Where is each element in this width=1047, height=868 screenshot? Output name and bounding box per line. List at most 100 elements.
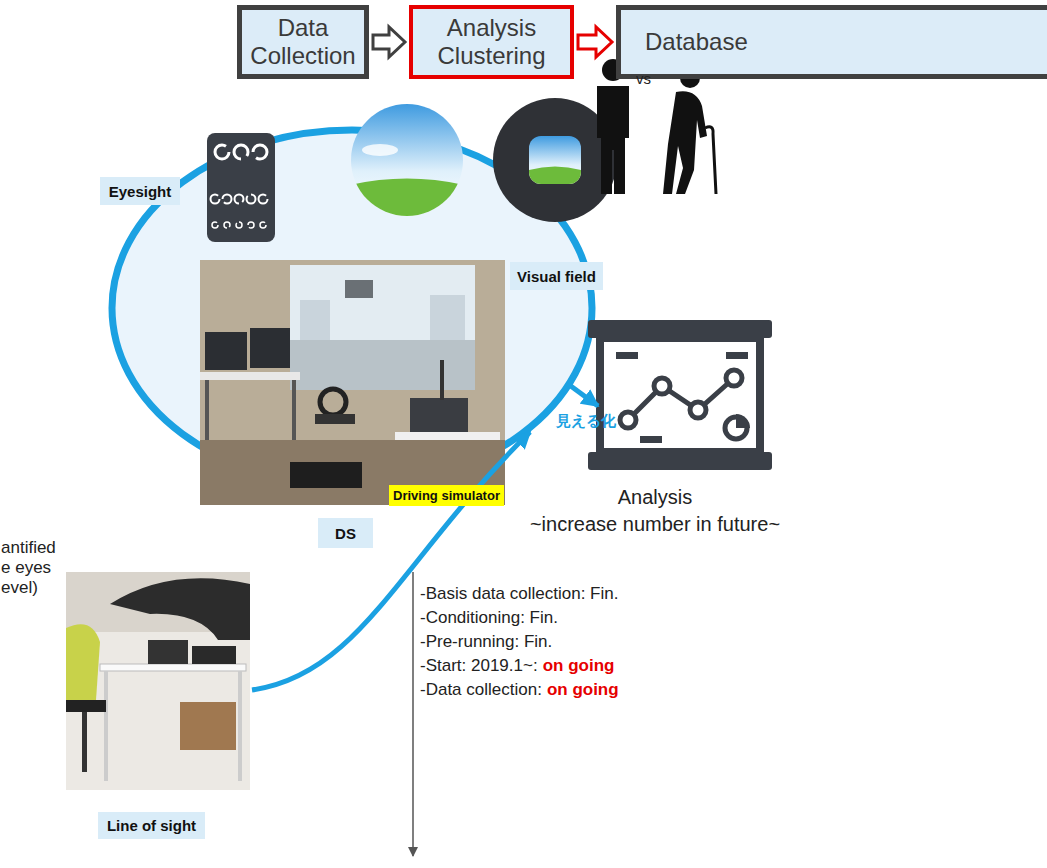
eyesight-icon-part-part	[248, 222, 254, 228]
tag-box: Line of sight	[98, 812, 205, 839]
cut-note: e eyes	[1, 558, 51, 578]
eyesight-icon-part-part	[215, 145, 229, 159]
person-icons	[597, 59, 716, 194]
simulator-photo-part	[250, 328, 290, 368]
analysis-board-part	[588, 452, 772, 470]
annotation-text: 見える化	[556, 412, 616, 429]
tag-box: Eyesight	[100, 177, 180, 205]
eye-tracker-photo-part	[192, 646, 236, 664]
sky-view-part	[350, 104, 464, 216]
analysis-board-part	[640, 436, 662, 443]
eye-tracker-photo-part	[110, 578, 250, 640]
analysis-board-part	[736, 414, 750, 428]
caption-text: Analysis	[618, 486, 692, 509]
status-flag: on going	[543, 656, 615, 676]
eyesight-icon-part-part	[253, 145, 267, 159]
box-text: Database	[645, 28, 748, 56]
box-text: Data Collection	[242, 14, 364, 69]
highlight-box: Driving simulator	[389, 485, 504, 506]
eyesight-icon-part-part	[234, 145, 248, 159]
analysis-board	[588, 320, 772, 470]
box-text: Driving simulator	[393, 488, 500, 503]
process-box: Analysis Clustering	[409, 5, 574, 79]
flow-arrows-part	[568, 384, 598, 406]
simulator-photo-part	[440, 360, 444, 400]
simulator-photo-part	[205, 332, 247, 370]
sky-view-part	[350, 179, 464, 217]
process-box: Data Collection	[237, 5, 369, 79]
analysis-board-part	[690, 402, 706, 418]
simulator-photo-part	[200, 372, 300, 380]
analysis-board-part	[616, 352, 638, 359]
eyesight-icon-part-part	[236, 222, 242, 228]
status-line: -Data collection:	[420, 680, 542, 700]
analysis-board-part	[628, 378, 734, 420]
flow-arrows-part	[252, 432, 530, 690]
simulator-photo-part	[290, 340, 475, 390]
flow-arrows	[252, 384, 598, 856]
analysis-board-part	[654, 378, 670, 394]
status-line: -Conditioning: Fin.	[420, 608, 558, 628]
status-line: -Start: 2019.1~:	[420, 656, 538, 676]
person-icons-part	[705, 127, 716, 194]
eyesight-icon-part-part	[235, 195, 244, 204]
eyesight-icon-part-part	[224, 222, 230, 228]
eyesight-icon-part-part	[247, 195, 256, 204]
eye-tracker-photo	[66, 572, 250, 790]
box-text: Line of sight	[107, 817, 196, 834]
visual-field-view-part	[529, 136, 581, 184]
simulator-photo	[200, 260, 505, 505]
visual-field-view-part-part	[529, 136, 581, 184]
status-flag: on going	[547, 680, 619, 700]
tag-box: Visual field	[510, 262, 603, 290]
caption-text: ~increase number in future~	[530, 513, 780, 536]
eye-tracker-photo-part	[66, 572, 250, 790]
eyesight-icon-part-part	[211, 195, 220, 204]
person-icons-part	[597, 86, 629, 194]
cut-note: evel)	[1, 578, 38, 598]
simulator-photo-part	[300, 300, 330, 340]
box-text: DS	[335, 525, 356, 542]
status-line: -Basis data collection: Fin.	[420, 584, 618, 604]
simulator-photo-part	[292, 380, 296, 440]
box-text: Analysis Clustering	[413, 14, 570, 69]
simulator-photo-part	[290, 265, 475, 390]
simulator-photo-part	[290, 462, 362, 488]
eye-tracker-photo-part	[66, 624, 100, 706]
eye-tracker-photo-part	[104, 671, 108, 781]
eyesight-icon-part-part	[223, 195, 232, 204]
simulator-photo-part	[395, 432, 500, 440]
sky-view-part	[362, 144, 398, 156]
eyesight-icon-part	[211, 195, 268, 204]
simulator-photo-part	[205, 380, 209, 440]
process-box: Database	[616, 5, 1047, 79]
flow-arrow	[373, 27, 405, 57]
flow-arrows-part	[412, 572, 414, 856]
analysis-board-part	[726, 370, 742, 386]
flow-arrow	[578, 27, 612, 57]
eyesight-icon-part	[212, 222, 266, 228]
analysis-board-part	[600, 338, 760, 452]
eyesight-icon	[207, 133, 275, 242]
analysis-board-part	[620, 412, 636, 428]
eyesight-icon-part-part	[212, 222, 218, 228]
sky-view	[350, 104, 464, 216]
box-text: Visual field	[517, 268, 596, 285]
eye-tracker-photo-part	[238, 671, 242, 781]
simulator-photo-part	[315, 414, 355, 424]
tag-box: DS	[318, 518, 373, 548]
visual-field-view-part-part	[529, 167, 581, 185]
cut-note: antified	[1, 538, 56, 558]
eyesight-icon-part-part	[259, 195, 268, 204]
eyesight-icon-part	[215, 145, 267, 159]
status-line: -Pre-running: Fin.	[420, 632, 552, 652]
box-text: Eyesight	[109, 183, 172, 200]
simulator-photo-part	[320, 389, 346, 415]
eye-tracker-photo-part	[180, 702, 236, 750]
simulator-photo-part	[345, 280, 373, 298]
analysis-board-part	[726, 352, 748, 359]
eyesight-icon-part-part	[260, 222, 266, 228]
